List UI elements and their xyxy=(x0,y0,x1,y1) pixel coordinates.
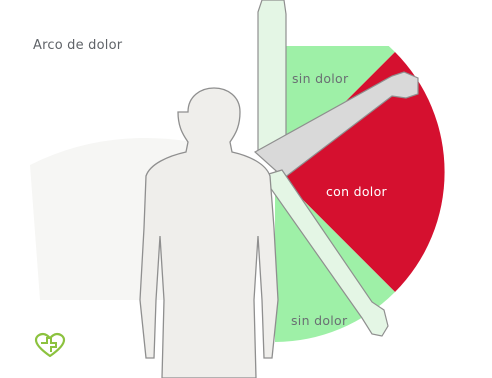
arm-raised xyxy=(258,0,286,152)
sin-dolor-lower-label: sin dolor xyxy=(291,313,347,328)
body-silhouette xyxy=(140,88,278,378)
bottom-mask xyxy=(270,358,492,378)
con-dolor-label: con dolor xyxy=(326,184,387,199)
sin-dolor-upper-label: sin dolor xyxy=(292,71,348,86)
heart-cross-logo-icon xyxy=(36,334,64,356)
diagram-title: Arco de dolor xyxy=(33,38,122,53)
top-mask xyxy=(270,0,492,46)
